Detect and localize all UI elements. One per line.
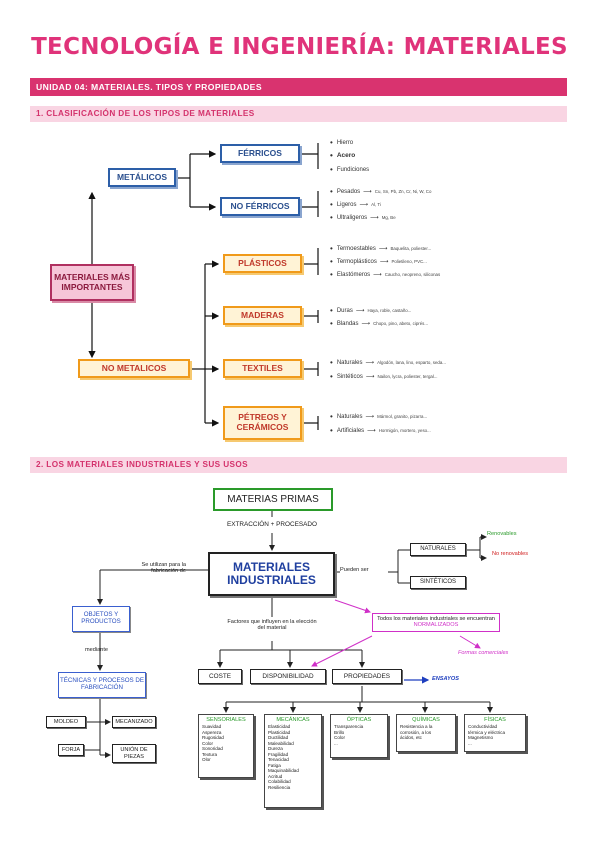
list-item: •Fundiciones <box>330 165 370 174</box>
page-title: TECNOLOGÍA E INGENIERÍA: MATERIALES <box>31 34 568 60</box>
petreos-box: PÉTREOS Y CERÁMICOS <box>223 406 302 440</box>
ensayos-label: ENSAYOS <box>432 676 459 682</box>
prop-title: QUÍMICAS <box>412 717 440 723</box>
prop-mecanicas: MECÁNICAS Elasticidad Plasticidad Ductil… <box>264 714 322 808</box>
list-item: •Sintéticos⟶Nailon, lycra, poliester, te… <box>330 372 438 381</box>
list-item: •Ultraligeros⟶Mg, Be <box>330 213 396 222</box>
formas-comerciales-label: Formas comerciales <box>458 650 509 656</box>
coste-box: COSTE <box>198 669 242 684</box>
no-metalicos-box: NO METALICOS <box>78 359 190 378</box>
list-item: •Acero <box>330 151 356 160</box>
no-ferricos-box: NO FÉRRICOS <box>220 197 300 216</box>
metalicos-box: METÁLICOS <box>108 168 176 187</box>
list-item: •Termoestables⟶Baquelita, poliester... <box>330 244 432 253</box>
list-item: •Pesados⟶Cu, Sn, Pb, Zn, Cr, Ni, W, Co <box>330 187 432 196</box>
prop-items: Suavidad Aspereza Rugosidad Color Sonori… <box>202 724 224 762</box>
list-item: •Blandas⟶Chopo, pino, abeto, ciprés... <box>330 319 429 328</box>
sinteticos-box: SINTÉTICOS <box>410 576 466 589</box>
prop-fisicas: FÍSICAS Conductividad térmica y eléctric… <box>464 714 526 752</box>
list-item: •Hierro <box>330 138 354 147</box>
prop-title: MECÁNICAS <box>276 717 310 723</box>
renovables-label: Renovables <box>487 531 517 537</box>
maderas-box: MADERAS <box>223 306 302 325</box>
materiales-importantes-box: MATERIALES MÁS IMPORTANTES <box>50 264 134 301</box>
prop-items: Elasticidad Plasticidad Ductilidad Malea… <box>268 724 299 790</box>
list-item: •Termoplásticos⟶Polietileno, PVC... <box>330 257 427 266</box>
propiedades-box: PROPIEDADES <box>332 669 402 684</box>
prop-title: SENSORIALES <box>206 717 246 723</box>
prop-opticas: ÓPTICAS Transparencia Brillo Color ... <box>330 714 388 758</box>
list-item: •Ligeros⟶Al, Ti <box>330 200 381 209</box>
prop-quimicas: QUÍMICAS Resistencia a la corrosión, a l… <box>396 714 456 752</box>
section-1-header: 1. CLASIFICACIÓN DE LOS TIPOS DE MATERIA… <box>30 106 567 122</box>
se-utilizan-label: Se utilizan para la fabricación de <box>141 562 186 575</box>
unit-header: UNIDAD 04: MATERIALES. TIPOS Y PROPIEDAD… <box>30 78 567 96</box>
objetos-box: OBJETOS Y PRODUCTOS <box>72 606 130 632</box>
prop-items: Transparencia Brillo Color ... <box>334 724 364 746</box>
list-item: •Duras⟶Haya, roble, castaño... <box>330 306 412 315</box>
moldeo-box: MOLDEO <box>46 716 86 728</box>
prop-items: Resistencia a la corrosión, a los ácidos… <box>400 724 433 740</box>
naturales-box: NATURALES <box>410 543 466 556</box>
list-item: •Naturales⟶Algodón, lana, lino, esparto,… <box>330 358 446 367</box>
prop-sensoriales: SENSORIALES Suavidad Aspereza Rugosidad … <box>198 714 254 778</box>
prop-title: ÓPTICAS <box>346 717 372 723</box>
factores-label: Factores que influyen en la elección del… <box>227 619 317 632</box>
mediante-label: mediante <box>85 647 109 653</box>
forja-box: FORJA <box>58 744 84 756</box>
disponibilidad-box: DISPONIBILIDAD <box>250 669 326 684</box>
textiles-box: TEXTILES <box>223 359 302 378</box>
prop-items: Conductividad térmica y eléctrica Magnet… <box>468 724 506 746</box>
no-renovables-label: No renovables <box>491 551 529 557</box>
list-item: •Naturales⟶Mármol, granito, pizarra... <box>330 412 428 421</box>
pueden-ser-label: Pueden ser <box>340 567 369 573</box>
mecanizado-box: MECANIZADO <box>112 716 156 728</box>
extraccion-label: EXTRACCIÓN + PROCESADO <box>226 521 318 528</box>
list-item: •Artificiales⟶Hormigón, mortero, yeso... <box>330 426 431 435</box>
section-2-header: 2. LOS MATERIALES INDUSTRIALES Y SUS USO… <box>30 457 567 473</box>
prop-title: FÍSICAS <box>484 717 506 723</box>
materias-primas-box: MATERIAS PRIMAS <box>213 488 333 511</box>
ferricos-box: FÉRRICOS <box>220 144 300 163</box>
union-box: UNIÓN DE PIEZAS <box>112 744 156 763</box>
list-item: •Elastómeros⟶Caucho, neopreno, siliconas <box>330 270 441 279</box>
plasticos-box: PLÁSTICOS <box>223 254 302 273</box>
tecnicas-box: TÉCNICAS Y PROCESOS DE FABRICACIÓN <box>58 672 146 698</box>
materiales-industriales-box: MATERIALES INDUSTRIALES <box>208 552 335 596</box>
normalizados-note: Todos los materiales industriales se enc… <box>372 613 500 632</box>
